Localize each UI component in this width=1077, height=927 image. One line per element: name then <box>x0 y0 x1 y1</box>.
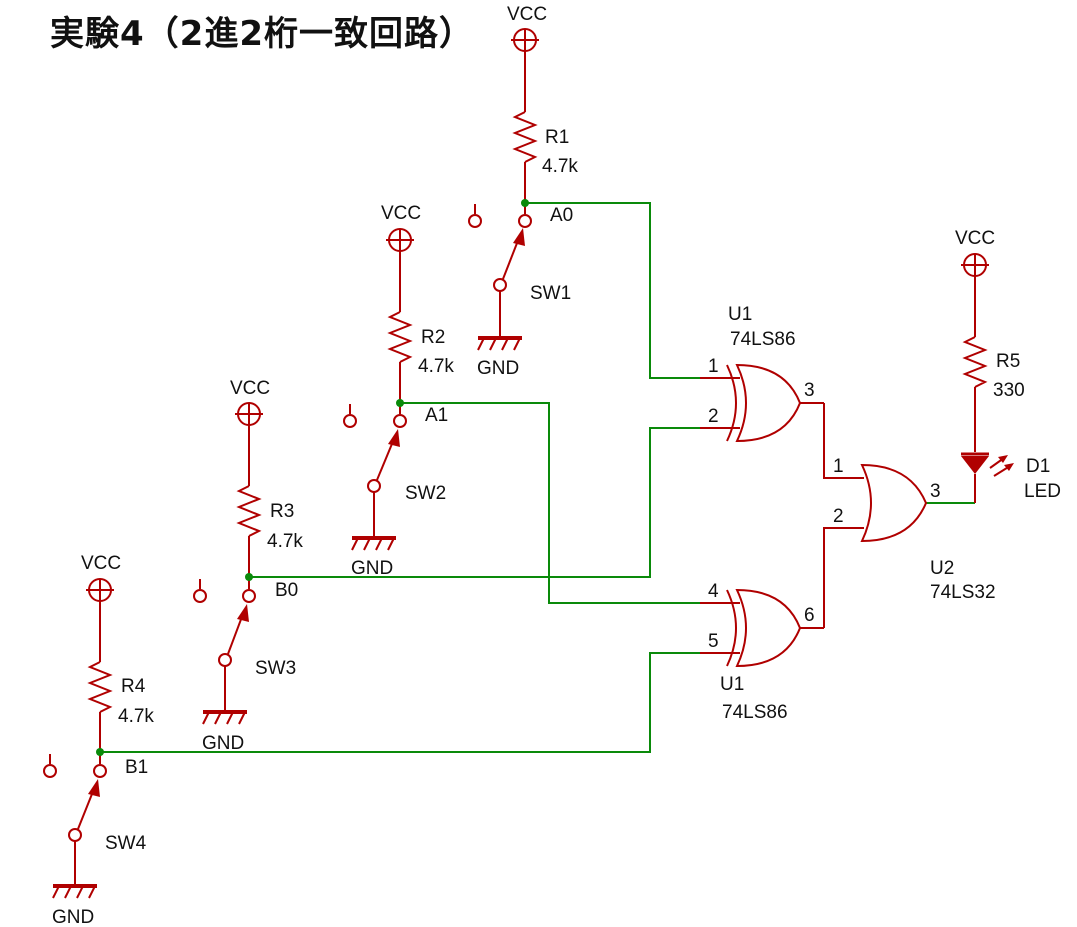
led-d1 <box>961 452 1014 503</box>
resistor-r3-ref: R3 <box>270 501 294 522</box>
wires <box>100 202 975 753</box>
pin-label: 1 <box>708 356 719 377</box>
gnd-symbol: GND <box>351 536 396 579</box>
resistor-r1 <box>512 111 538 163</box>
net-label-b0: B0 <box>275 580 298 601</box>
gate-ref: U2 <box>930 558 954 579</box>
gnd-label: GND <box>52 907 94 927</box>
vcc-symbol: VCC <box>230 378 270 426</box>
junction-dot <box>396 399 404 407</box>
gate-part: 74LS86 <box>722 702 788 723</box>
wire-xor1-to-or <box>823 403 864 479</box>
pin-label: 3 <box>804 380 815 401</box>
pin-label: 5 <box>708 631 719 652</box>
vcc-label: VCC <box>507 4 547 25</box>
resistor-r5-ref: R5 <box>996 351 1020 372</box>
vcc-symbol: VCC <box>955 228 995 277</box>
resistor-r2-ref: R2 <box>421 327 445 348</box>
gate-ref: U1 <box>720 674 744 695</box>
xor-gate-u1b: 4 5 6 U1 74LS86 <box>700 581 824 723</box>
resistor-r2 <box>387 311 413 363</box>
vcc-label: VCC <box>230 378 270 399</box>
junction-dot <box>96 748 104 756</box>
net-label-a1: A1 <box>425 405 448 426</box>
gnd-symbol: GND <box>477 336 522 379</box>
vcc-label: VCC <box>381 203 421 224</box>
branch-a1: VCC R2 4.7k SW2 A1 GND <box>343 203 454 579</box>
switch-sw4 <box>68 779 100 885</box>
junction-dot <box>245 573 253 581</box>
gate-part: 74LS86 <box>730 329 796 350</box>
switch-sw2-ref: SW2 <box>405 483 446 504</box>
or-gate-u2: 1 2 3 U2 74LS32 <box>833 456 996 603</box>
switch-sw4-ref: SW4 <box>105 833 147 854</box>
branch-b1: VCC R4 4.7k SW4 B1 GND <box>43 553 154 927</box>
wire-a0 <box>525 202 728 379</box>
page-title: 実験4（2進2桁一致回路） <box>50 14 474 54</box>
resistor-r2-value: 4.7k <box>418 356 454 377</box>
resistor-r5-value: 330 <box>993 380 1025 401</box>
switch-sw3-ref: SW3 <box>255 658 296 679</box>
vcc-symbol: VCC <box>507 4 547 52</box>
gnd-label: GND <box>202 733 244 754</box>
wire-b0 <box>249 427 728 578</box>
wire-b1 <box>100 652 728 753</box>
pin-label: 1 <box>833 456 844 477</box>
xor-gate-u1a: 1 2 3 U1 74LS86 <box>700 304 824 443</box>
vcc-symbol: VCC <box>381 203 421 252</box>
gnd-symbol: GND <box>202 710 247 754</box>
net-label-b1: B1 <box>125 757 148 778</box>
vcc-label: VCC <box>81 553 121 574</box>
resistor-r3-value: 4.7k <box>267 531 303 552</box>
pin-label: 4 <box>708 581 719 602</box>
gate-ref: U1 <box>728 304 752 325</box>
resistor-r4-value: 4.7k <box>118 706 154 727</box>
gnd-symbol: GND <box>52 884 97 927</box>
switch-sw1 <box>493 228 525 337</box>
vcc-symbol: VCC <box>81 553 121 602</box>
resistor-r3 <box>236 485 262 537</box>
resistor-r1-ref: R1 <box>545 127 569 148</box>
switch-sw1-ref: SW1 <box>530 283 571 304</box>
pin-label: 3 <box>930 481 941 502</box>
net-label-a0: A0 <box>550 205 573 226</box>
pin-label: 2 <box>833 506 844 527</box>
led-ref: D1 <box>1026 456 1050 477</box>
junction-dot <box>521 199 529 207</box>
pin-label: 6 <box>804 605 815 626</box>
branch-led: VCC R5 330 D1 LED <box>955 228 1061 503</box>
wire-a1 <box>400 402 728 604</box>
switch-sw3 <box>218 604 249 711</box>
resistor-r4-ref: R4 <box>121 676 146 697</box>
resistor-r1-value: 4.7k <box>542 156 578 177</box>
led-value: LED <box>1024 481 1061 502</box>
gnd-label: GND <box>477 358 519 379</box>
wire-xor2-to-or <box>823 527 864 628</box>
switch-sw2 <box>367 429 400 537</box>
branch-a0: VCC R1 4.7k SW1 A0 GND <box>468 4 578 379</box>
resistor-r4 <box>87 661 113 713</box>
pin-label: 2 <box>708 406 719 427</box>
gate-part: 74LS32 <box>930 582 996 603</box>
gnd-label: GND <box>351 558 393 579</box>
branch-b0: VCC R3 4.7k SW3 B0 GND <box>193 378 303 754</box>
resistor-r5 <box>962 336 988 388</box>
vcc-label: VCC <box>955 228 995 249</box>
